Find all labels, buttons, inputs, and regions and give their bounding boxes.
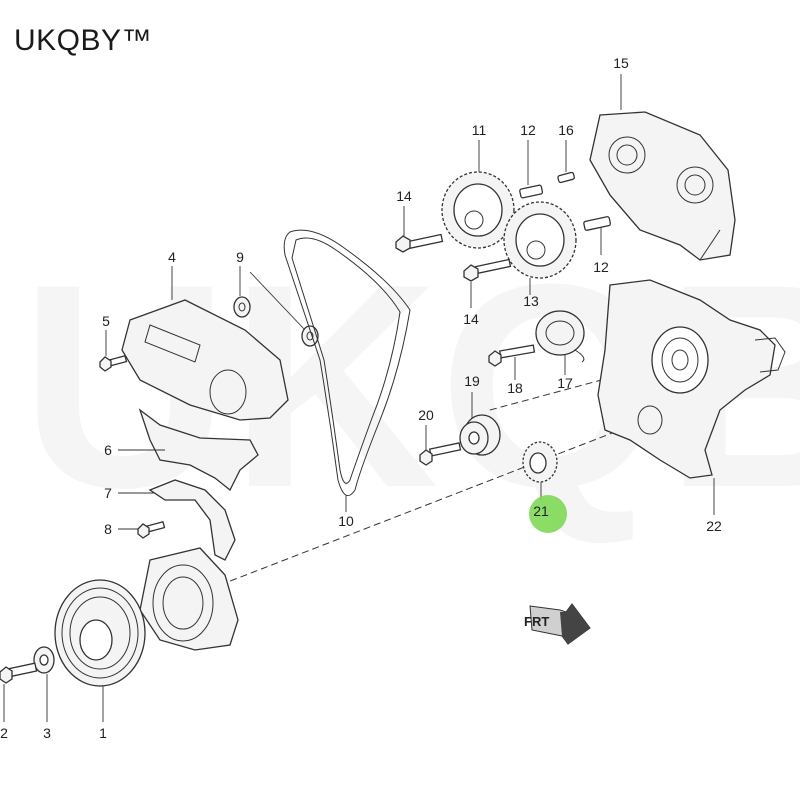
part-14-bolt-lower[interactable] [463,258,512,282]
part-7-cover-plate[interactable] [148,479,236,561]
forward-arrow-icon: FRT [524,603,591,645]
callout-8: 8 [104,521,112,537]
part-20-bolt[interactable] [419,442,462,466]
part-8-bolt[interactable] [137,520,166,539]
part-13-cam-gear[interactable] [503,201,577,279]
part-11-cam-gear[interactable] [441,171,515,249]
part-17-tensioner[interactable] [535,310,585,363]
callout-3: 3 [43,725,51,741]
lower-cover-housing[interactable] [139,547,239,651]
callout-14-lower: 14 [463,311,479,327]
part-21-crank-sprocket[interactable] [522,441,558,483]
callout-6: 6 [104,442,112,458]
callout-12-lower: 12 [593,259,609,275]
callout-17: 17 [557,375,573,391]
highlight-marker [529,495,567,533]
part-10-timing-belt[interactable] [283,229,411,497]
alignment-line-upper [489,374,621,411]
callout-19: 19 [464,373,480,389]
part-5-bolt[interactable] [99,354,128,372]
part-3-washer[interactable] [33,646,55,674]
callout-1: 1 [99,725,107,741]
callout-21: 21 [533,503,549,519]
part-1-crank-pulley[interactable] [54,579,146,687]
part-4-front-cover[interactable] [121,299,289,421]
callout-11: 11 [472,122,487,138]
part-15-rear-cover[interactable] [589,111,736,261]
part-12-bolt-lower[interactable] [583,216,612,231]
part-2-crank-bolt[interactable] [0,662,38,684]
callout-12-upper: 12 [520,122,536,138]
part-9-idler[interactable] [233,296,251,318]
part-18-bolt[interactable] [488,344,536,367]
callout-18: 18 [507,380,523,396]
part-16-bolt[interactable] [557,171,575,184]
callout-2: 2 [0,725,8,741]
part-6-middle-cover[interactable] [138,408,259,492]
part-22-pump-housing[interactable] [597,279,786,479]
callout-20: 20 [418,407,434,423]
callout-15: 15 [613,55,629,71]
callout-4: 4 [168,249,176,265]
callout-14-upper: 14 [396,188,412,204]
callout-7: 7 [104,485,112,501]
part-12-bolt-upper[interactable] [519,184,544,199]
callout-22: 22 [706,518,722,534]
frt-label: FRT [524,614,549,629]
callout-16: 16 [558,122,574,138]
callout-9: 9 [236,249,244,265]
part-19-idler-pulley[interactable] [459,414,501,456]
brand-logo-text: UKQBY™ [14,24,153,57]
callout-10: 10 [338,513,354,529]
part-14-bolt-upper[interactable] [395,233,444,253]
callout-5: 5 [102,313,110,329]
callout-13: 13 [523,293,539,309]
